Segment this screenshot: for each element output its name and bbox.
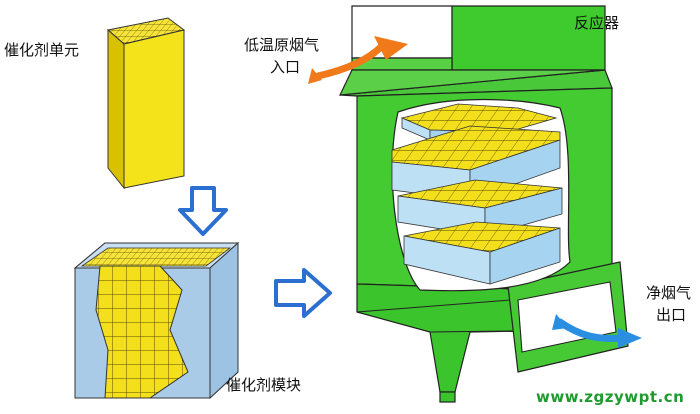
catalyst-module-label: 催化剂模块: [226, 376, 302, 394]
inlet-flow-arrow-icon: [308, 36, 408, 84]
inlet-label-line2: 入口: [270, 58, 301, 76]
outlet-flow-arrow-icon: [552, 314, 642, 348]
catalyst-unit-illustration: [106, 17, 186, 190]
catalyst-layers: [391, 103, 563, 285]
reactor-label: 反应器: [574, 14, 620, 32]
right-arrow-icon: [274, 268, 332, 318]
down-arrow-icon: [178, 186, 228, 236]
inlet-label-line1: 低温原烟气: [244, 36, 320, 54]
outlet-label-line2: 出口: [656, 306, 687, 324]
site-watermark: www.zgzywpt.cn: [536, 388, 685, 406]
reactor-illustration: [338, 5, 629, 403]
outlet-label-line1: 净烟气: [646, 284, 692, 302]
catalyst-unit-label: 催化剂单元: [4, 41, 80, 59]
catalyst-module-illustration: [73, 241, 240, 400]
